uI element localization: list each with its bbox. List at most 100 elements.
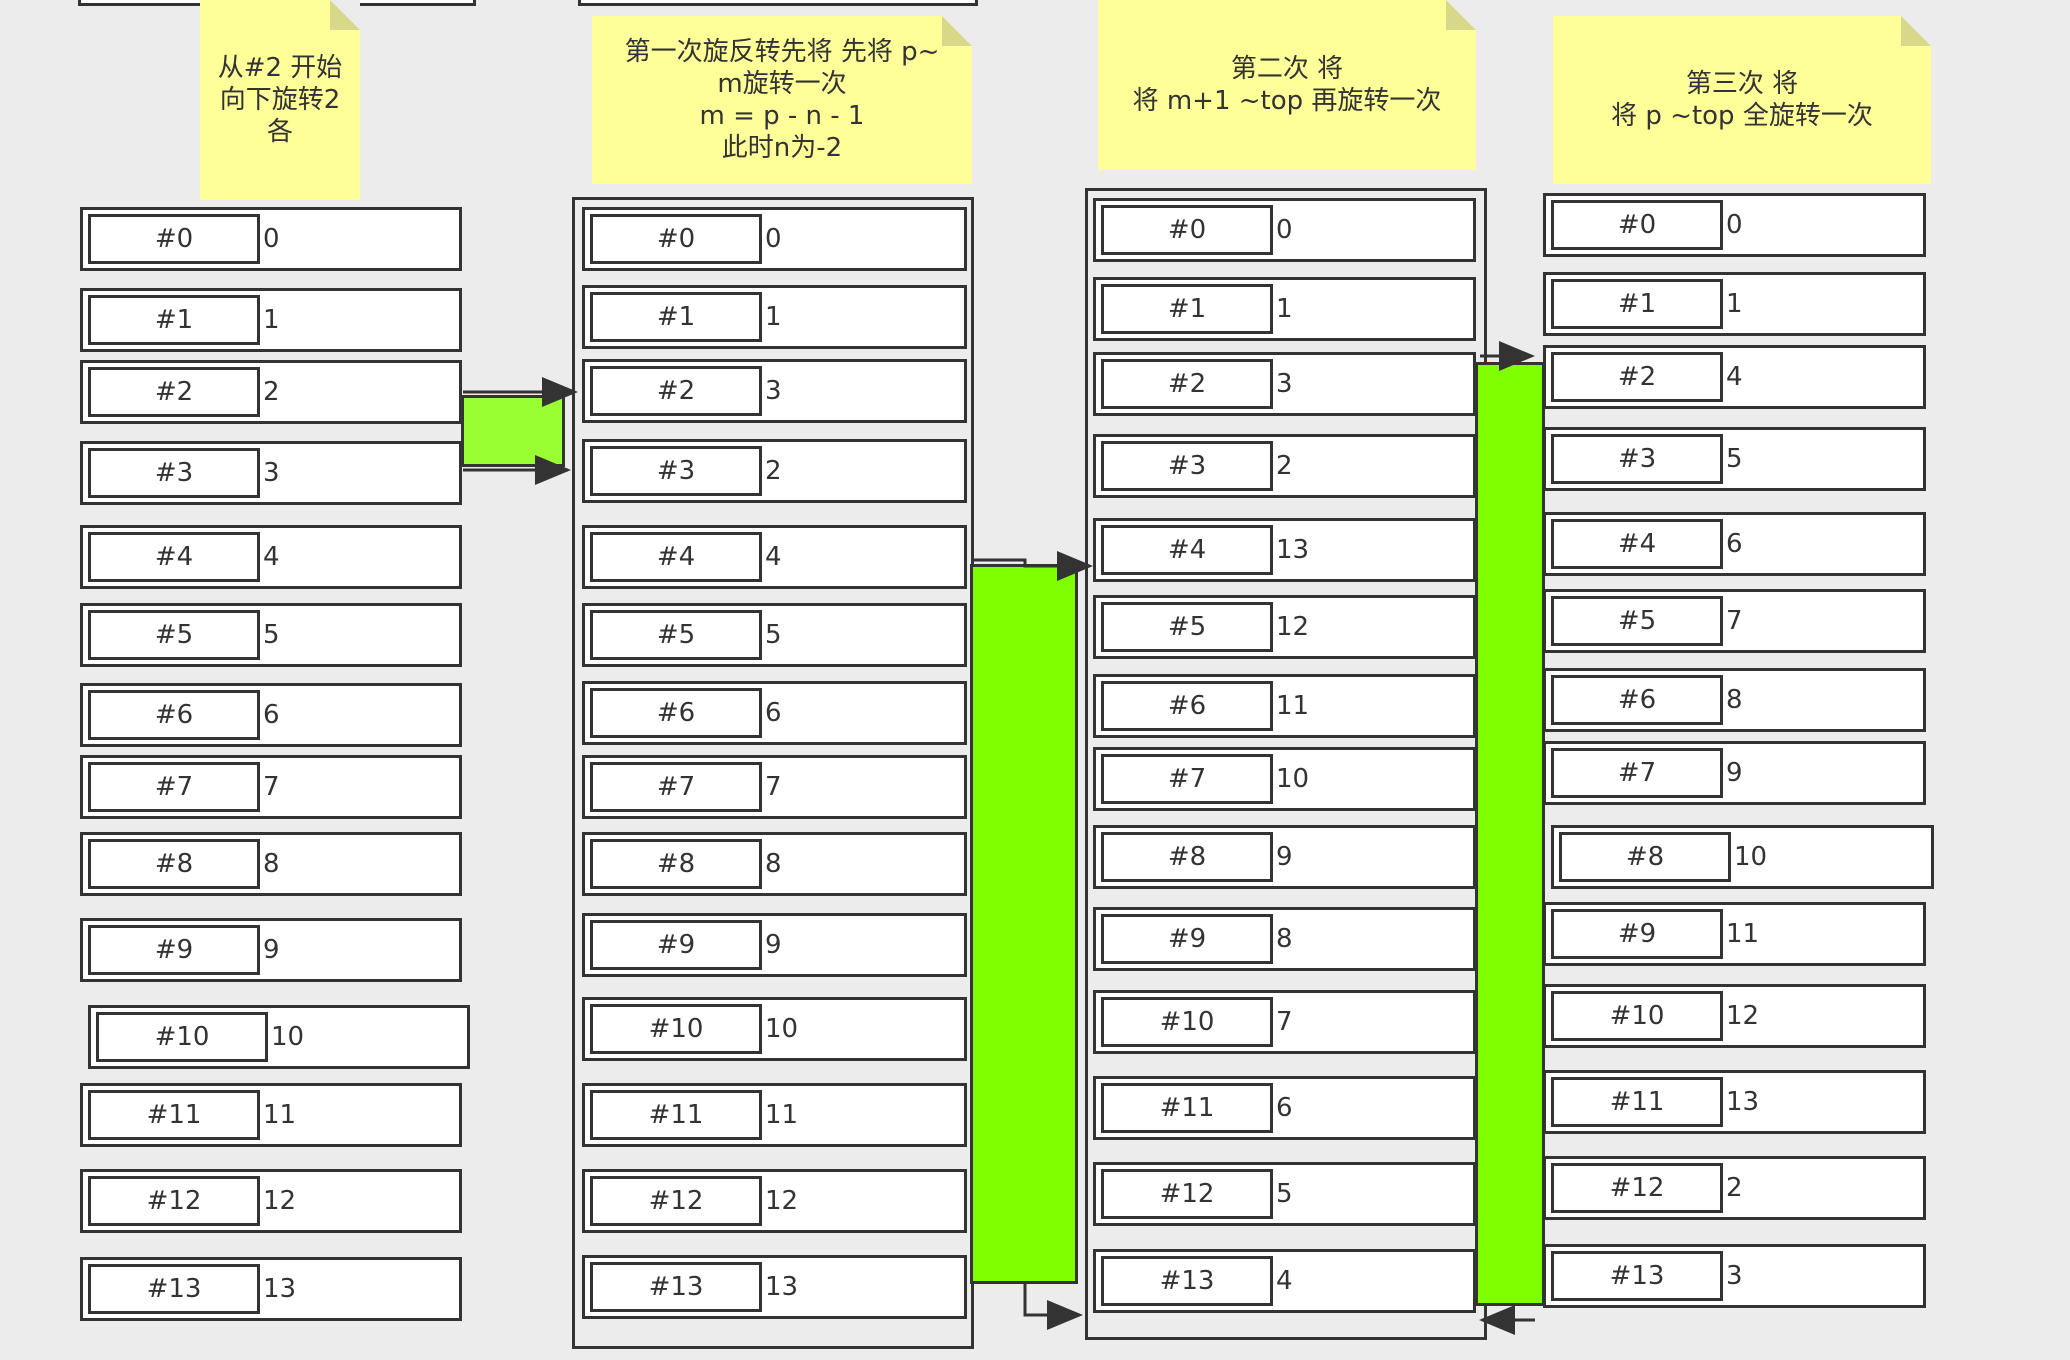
slot-index-label: #5: [1101, 602, 1273, 652]
note-step-start-text: 从#2 开始 向下旋转2 各: [217, 53, 343, 147]
note-second-rotation: 第二次 将 将 m+1 ~top 再旋转一次: [1098, 0, 1476, 170]
note-fold-icon: [1901, 16, 1931, 46]
arrow-into-step2-bottom: [1023, 1284, 1083, 1330]
slot-value: 8: [1276, 924, 1293, 954]
slot-index-label: #13: [88, 1264, 260, 1314]
slot-value: 11: [263, 1100, 297, 1130]
slot-index-label: #1: [1551, 279, 1723, 329]
note-step-start: 从#2 开始 向下旋转2 各: [200, 0, 360, 200]
slot-value: 12: [1726, 1001, 1760, 1031]
slot-index-label: #10: [1101, 997, 1273, 1047]
note-fold-icon: [1446, 0, 1476, 30]
slot-index-label: #1: [88, 295, 260, 345]
slot-value: 0: [263, 224, 280, 254]
slot-value: 5: [1726, 444, 1743, 474]
slot-value: 7: [765, 772, 782, 802]
slot-value: 9: [765, 930, 782, 960]
note-second-rotation-text: 第二次 将 将 m+1 ~top 再旋转一次: [1132, 54, 1442, 116]
slot-index-label: #0: [88, 214, 260, 264]
slot-index-label: #9: [590, 920, 762, 970]
slot-index-label: #10: [96, 1012, 268, 1062]
slot-value: 3: [1276, 369, 1293, 399]
slot-value: 0: [1726, 210, 1743, 240]
slot-value: 0: [765, 224, 782, 254]
slot-value: 1: [1276, 294, 1293, 324]
slot-value: 6: [1726, 529, 1743, 559]
note-first-rotation: 第一次旋反转先将 先将 p~ m旋转一次 m = p - n - 1 此时n为-…: [592, 16, 972, 184]
slot-value: 2: [263, 377, 280, 407]
slot-index-label: #8: [1559, 832, 1731, 882]
slot-index-label: #10: [1551, 991, 1723, 1041]
slot-index-label: #9: [1101, 914, 1273, 964]
slot-index-label: #1: [1101, 284, 1273, 334]
slot-index-label: #12: [88, 1176, 260, 1226]
slot-value: 4: [1276, 1266, 1293, 1296]
slot-index-label: #2: [1101, 359, 1273, 409]
slot-index-label: #2: [590, 366, 762, 416]
slot-index-label: #6: [1101, 681, 1273, 731]
slot-value: 1: [1726, 289, 1743, 319]
highlight-bar-step1: [970, 564, 1078, 1284]
slot-index-label: #13: [590, 1262, 762, 1312]
slot-value: 12: [765, 1186, 799, 1216]
slot-index-label: #8: [590, 839, 762, 889]
slot-value: 8: [765, 849, 782, 879]
slot-value: 7: [1276, 1007, 1293, 1037]
slot-index-label: #12: [590, 1176, 762, 1226]
slot-index-label: #9: [88, 925, 260, 975]
slot-index-label: #3: [1101, 441, 1273, 491]
slot-index-label: #7: [590, 762, 762, 812]
slot-value: 0: [1276, 215, 1293, 245]
slot-value: 3: [765, 376, 782, 406]
slot-value: 8: [263, 849, 280, 879]
slot-index-label: #13: [1101, 1256, 1273, 1306]
slot-index-label: #11: [88, 1090, 260, 1140]
slot-value: 6: [1276, 1093, 1293, 1123]
slot-index-label: #0: [590, 214, 762, 264]
slot-value: 6: [765, 698, 782, 728]
note-third-rotation-text: 第三次 将 将 p ~top 全旋转一次: [1611, 69, 1873, 131]
slot-value: 5: [1276, 1179, 1293, 1209]
slot-index-label: #11: [590, 1090, 762, 1140]
slot-value: 12: [1276, 612, 1310, 642]
slot-value: 11: [1726, 919, 1760, 949]
slot-index-label: #2: [88, 367, 260, 417]
note-fold-icon: [942, 16, 972, 46]
slot-index-label: #7: [1101, 754, 1273, 804]
slot-index-label: #3: [88, 448, 260, 498]
slot-index-label: #0: [1101, 205, 1273, 255]
slot-value: 5: [263, 620, 280, 650]
